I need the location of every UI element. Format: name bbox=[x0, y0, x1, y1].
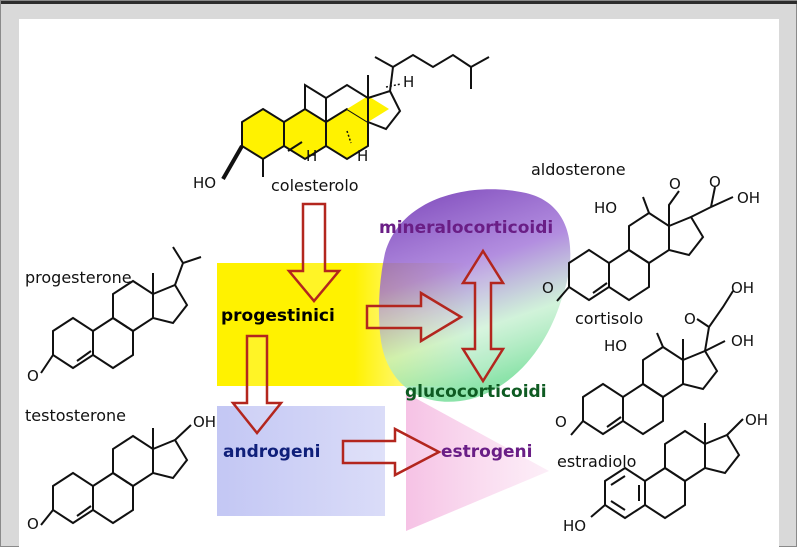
cholesterol-ho-group: HO bbox=[193, 174, 216, 192]
aldosterone-oh-group: OH bbox=[737, 189, 760, 207]
cholesterol-h-atom-2: H bbox=[306, 147, 317, 165]
aldosterone-o-atom: O bbox=[542, 279, 554, 297]
testosterone-o-atom: O bbox=[27, 515, 39, 533]
aldosterone-aldehyde-o: O bbox=[669, 175, 681, 193]
cortisol-top-oh: OH bbox=[731, 279, 754, 297]
arrow-cholesterol-to-progestins bbox=[286, 202, 342, 303]
testosterone-structure bbox=[40, 424, 192, 526]
androgens-label: androgeni bbox=[223, 442, 320, 462]
androgens-region bbox=[217, 406, 385, 516]
testosterone-oh-group: OH bbox=[193, 413, 216, 431]
aldosterone-label: aldosterone bbox=[531, 160, 626, 179]
top-border bbox=[1, 1, 797, 4]
cortisol-ho-group: HO bbox=[604, 337, 627, 355]
mineralocorticoids-label: mineralocorticoidi bbox=[379, 218, 553, 238]
estradiol-ho-group: HO bbox=[563, 517, 586, 535]
aldosterone-ho-group: HO bbox=[594, 199, 617, 217]
progesterone-structure bbox=[40, 246, 202, 374]
progestins-label: progestinici bbox=[221, 306, 335, 326]
cortisol-ketone-o: O bbox=[684, 310, 696, 328]
cholesterol-structure bbox=[221, 53, 490, 180]
arrow-mineralo-gluco bbox=[460, 248, 506, 384]
progesterone-o-atom: O bbox=[27, 367, 39, 385]
cortisol-c17-oh: OH bbox=[731, 332, 754, 350]
arrow-progestins-to-corticoids bbox=[365, 290, 464, 344]
aldosterone-structure bbox=[556, 186, 734, 302]
estradiol-oh-group: OH bbox=[745, 411, 768, 429]
arrow-androgens-to-estrogens bbox=[341, 426, 442, 478]
aldosterone-ketone-o: O bbox=[709, 173, 721, 191]
cholesterol-h-atom-1: H bbox=[403, 73, 414, 91]
arrow-progestins-to-androgens bbox=[230, 334, 284, 436]
cortisol-label: cortisolo bbox=[575, 309, 643, 328]
estradiol-structure bbox=[590, 418, 744, 520]
cholesterol-label: colesterolo bbox=[271, 176, 359, 195]
estrogens-label: estrogeni bbox=[441, 442, 532, 462]
estradiol-label: estradiolo bbox=[557, 452, 636, 471]
cortisol-structure bbox=[570, 290, 734, 436]
cholesterol-h-atom-3: H bbox=[357, 147, 368, 165]
testosterone-label: testosterone bbox=[25, 406, 126, 425]
progesterone-label: progesterone bbox=[25, 268, 132, 287]
estrogens-region bbox=[406, 393, 549, 531]
cortisol-o-atom: O bbox=[555, 413, 567, 431]
glucocorticoids-label: glucocorticoidi bbox=[405, 382, 547, 402]
